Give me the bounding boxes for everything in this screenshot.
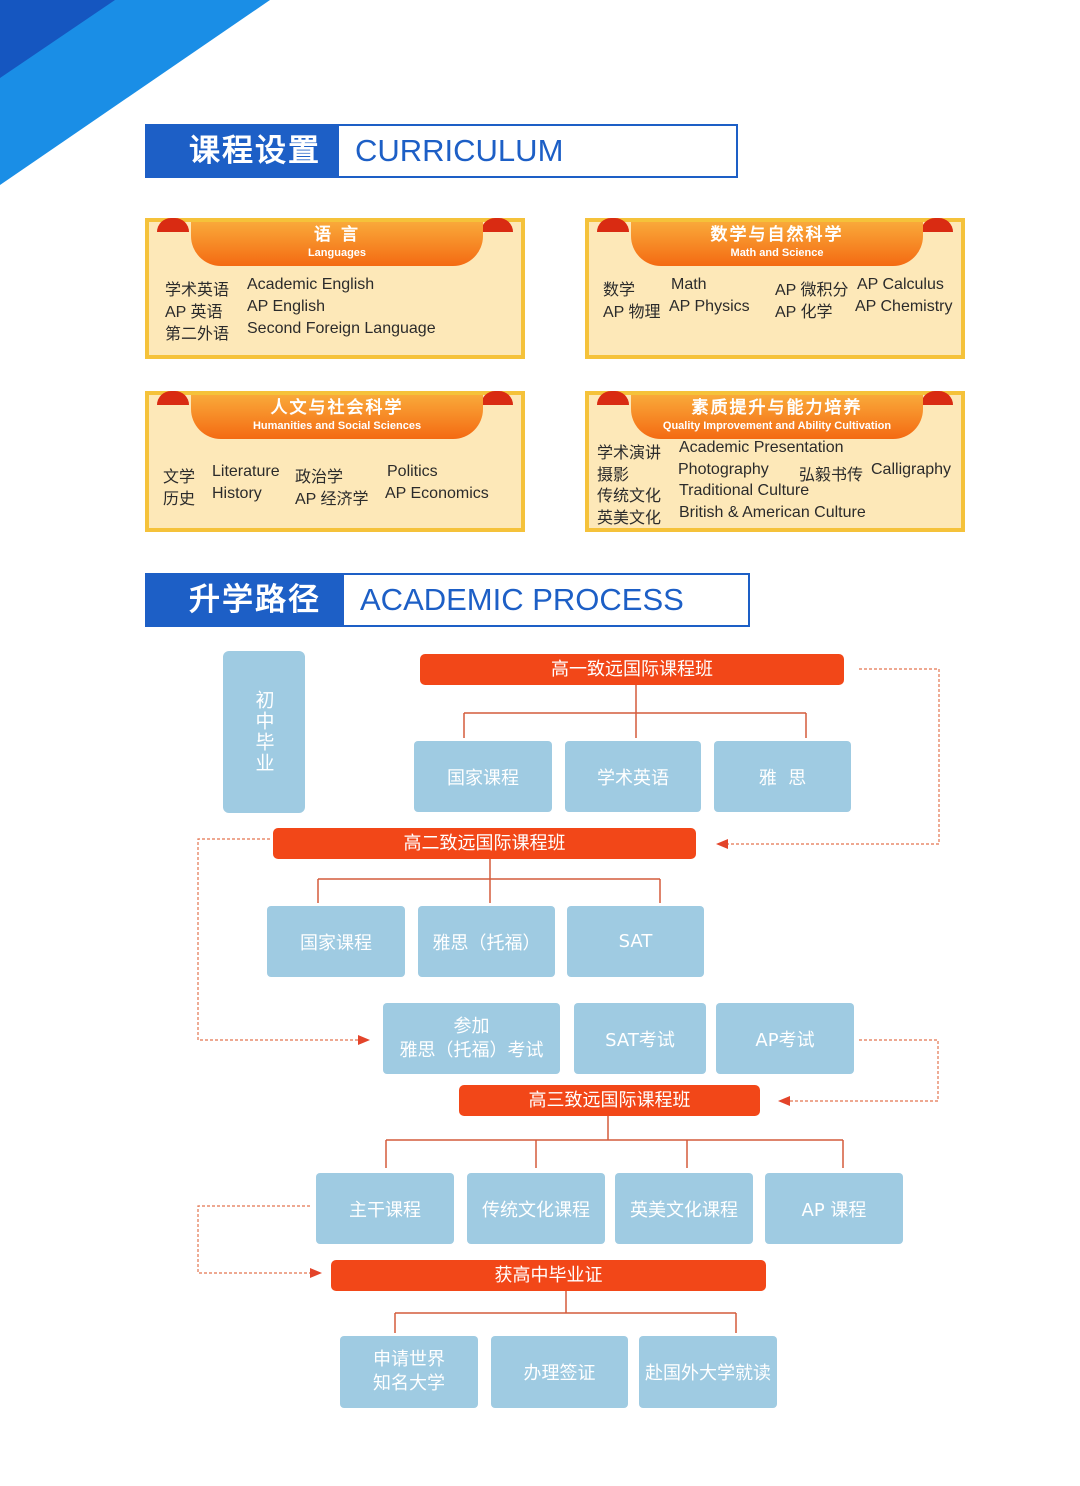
quality-en-1: Photography: [678, 461, 769, 478]
languages-en-2: Second Foreign Language: [247, 320, 436, 337]
math-en2-1: AP Chemistry: [855, 298, 953, 315]
quality-en-3: British & American Culture: [679, 504, 866, 521]
humanities-title: 人文与社会科学: [270, 398, 404, 418]
languages-zh-2: 第二外语: [165, 326, 230, 343]
quality-en-0: Academic Presentation: [679, 439, 844, 456]
languages-zh-0: 学术英语: [165, 282, 230, 299]
math-zh2-0: AP 微积分: [775, 282, 849, 299]
hum-en1-0: Literature: [212, 463, 280, 480]
grade10-bar: 高一致远国际课程班: [420, 654, 844, 685]
math-science-title: 数学与自然科学: [710, 225, 844, 245]
grade10-item-2: 雅 思: [714, 741, 851, 812]
quality-en2-1: Calligraphy: [871, 461, 952, 478]
languages-zh-1: AP 英语: [165, 304, 223, 321]
grade12-item-0: 主干课程: [316, 1173, 454, 1244]
grade11-item-2: SAT: [567, 906, 704, 977]
exam-ap-box: AP考试: [716, 1003, 854, 1074]
process-title-en: ACADEMIC PROCESS: [342, 573, 750, 627]
process-title-zh: 升学路径: [145, 573, 345, 627]
languages-en-0: Academic English: [247, 276, 375, 293]
final-apply-box: 申请世界 知名大学: [340, 1336, 478, 1408]
languages-subtitle: Languages: [307, 247, 367, 259]
hum-en2-0: Politics: [387, 463, 438, 480]
hum-en1-1: History: [212, 485, 262, 502]
math-zh1-1: AP 物理: [603, 304, 661, 321]
quality-box: 素质提升与能力培养 Quality Improvement and Abilit…: [585, 391, 965, 532]
junior-graduation-box: 初中毕业: [223, 651, 305, 813]
curriculum-title-en: CURRICULUM: [337, 124, 738, 178]
final-visa-box: 办理签证: [491, 1336, 628, 1408]
grade11-item-0: 国家课程: [267, 906, 405, 977]
grade10-item-0: 国家课程: [414, 741, 552, 812]
junior-graduation-label: 初中毕业: [252, 690, 275, 774]
exam-ielts-line2: 雅思（托福）考试: [399, 1039, 544, 1061]
exam-ielts-box: 参加 雅思（托福）考试: [383, 1003, 560, 1074]
diploma-bar: 获高中毕业证: [331, 1260, 766, 1291]
grade10-item-1: 学术英语: [565, 741, 701, 812]
quality-tab: 素质提升与能力培养 Quality Improvement and Abilit…: [631, 395, 923, 439]
final-apply-line2: 知名大学: [373, 1373, 445, 1394]
curriculum-header: 课程设置 CURRICULUM: [145, 124, 738, 178]
grade11-bar: 高二致远国际课程班: [273, 828, 696, 859]
math-en1-0: Math: [671, 276, 707, 293]
curriculum-title-zh: 课程设置: [145, 124, 340, 178]
hum-zh1-0: 文学: [163, 469, 196, 486]
languages-box: 语 言 Languages 学术英语 Academic English AP 英…: [145, 218, 525, 359]
quality-zh2-1: 弘毅书传: [799, 467, 864, 484]
grade12-item-3: AP 课程: [765, 1173, 903, 1244]
hum-zh2-1: AP 经济学: [295, 491, 369, 508]
quality-zh-1: 摄影: [597, 467, 630, 484]
final-apply-line1: 申请世界: [373, 1349, 445, 1370]
quality-title: 素质提升与能力培养: [691, 398, 863, 418]
exam-sat-box: SAT考试: [574, 1003, 706, 1074]
math-science-subtitle: Math and Science: [730, 247, 824, 259]
math-science-tab: 数学与自然科学 Math and Science: [631, 222, 923, 266]
humanities-box: 人文与社会科学 Humanities and Social Sciences 文…: [145, 391, 525, 532]
languages-tab: 语 言 Languages: [191, 222, 483, 266]
quality-en-2: Traditional Culture: [679, 482, 810, 499]
hum-en2-1: AP Economics: [385, 485, 489, 502]
math-zh1-0: 数学: [603, 282, 636, 299]
math-zh2-1: AP 化学: [775, 304, 833, 321]
grade12-item-1: 传统文化课程: [467, 1173, 605, 1244]
quality-zh-3: 英美文化: [597, 510, 662, 527]
quality-zh-2: 传统文化: [597, 488, 662, 505]
grade12-bar: 高三致远国际课程班: [459, 1085, 760, 1116]
process-header: 升学路径 ACADEMIC PROCESS: [145, 573, 750, 627]
hum-zh2-0: 政治学: [295, 469, 344, 486]
math-en1-1: AP Physics: [669, 298, 750, 315]
exam-ielts-line1: 参加: [453, 1015, 490, 1037]
languages-en-1: AP English: [247, 298, 325, 315]
grade12-item-2: 英美文化课程: [615, 1173, 753, 1244]
languages-title: 语 言: [314, 225, 360, 245]
hum-zh1-1: 历史: [163, 491, 196, 508]
grade11-item-1: 雅思（托福）: [418, 906, 555, 977]
math-science-box: 数学与自然科学 Math and Science 数学 Math AP 微积分 …: [585, 218, 965, 359]
humanities-tab: 人文与社会科学 Humanities and Social Sciences: [191, 395, 483, 439]
quality-subtitle: Quality Improvement and Ability Cultivat…: [662, 420, 892, 432]
humanities-subtitle: Humanities and Social Sciences: [252, 420, 422, 432]
final-study-box: 赴国外大学就读: [639, 1336, 777, 1408]
quality-zh-0: 学术演讲: [597, 445, 662, 462]
math-en2-0: AP Calculus: [857, 276, 944, 293]
